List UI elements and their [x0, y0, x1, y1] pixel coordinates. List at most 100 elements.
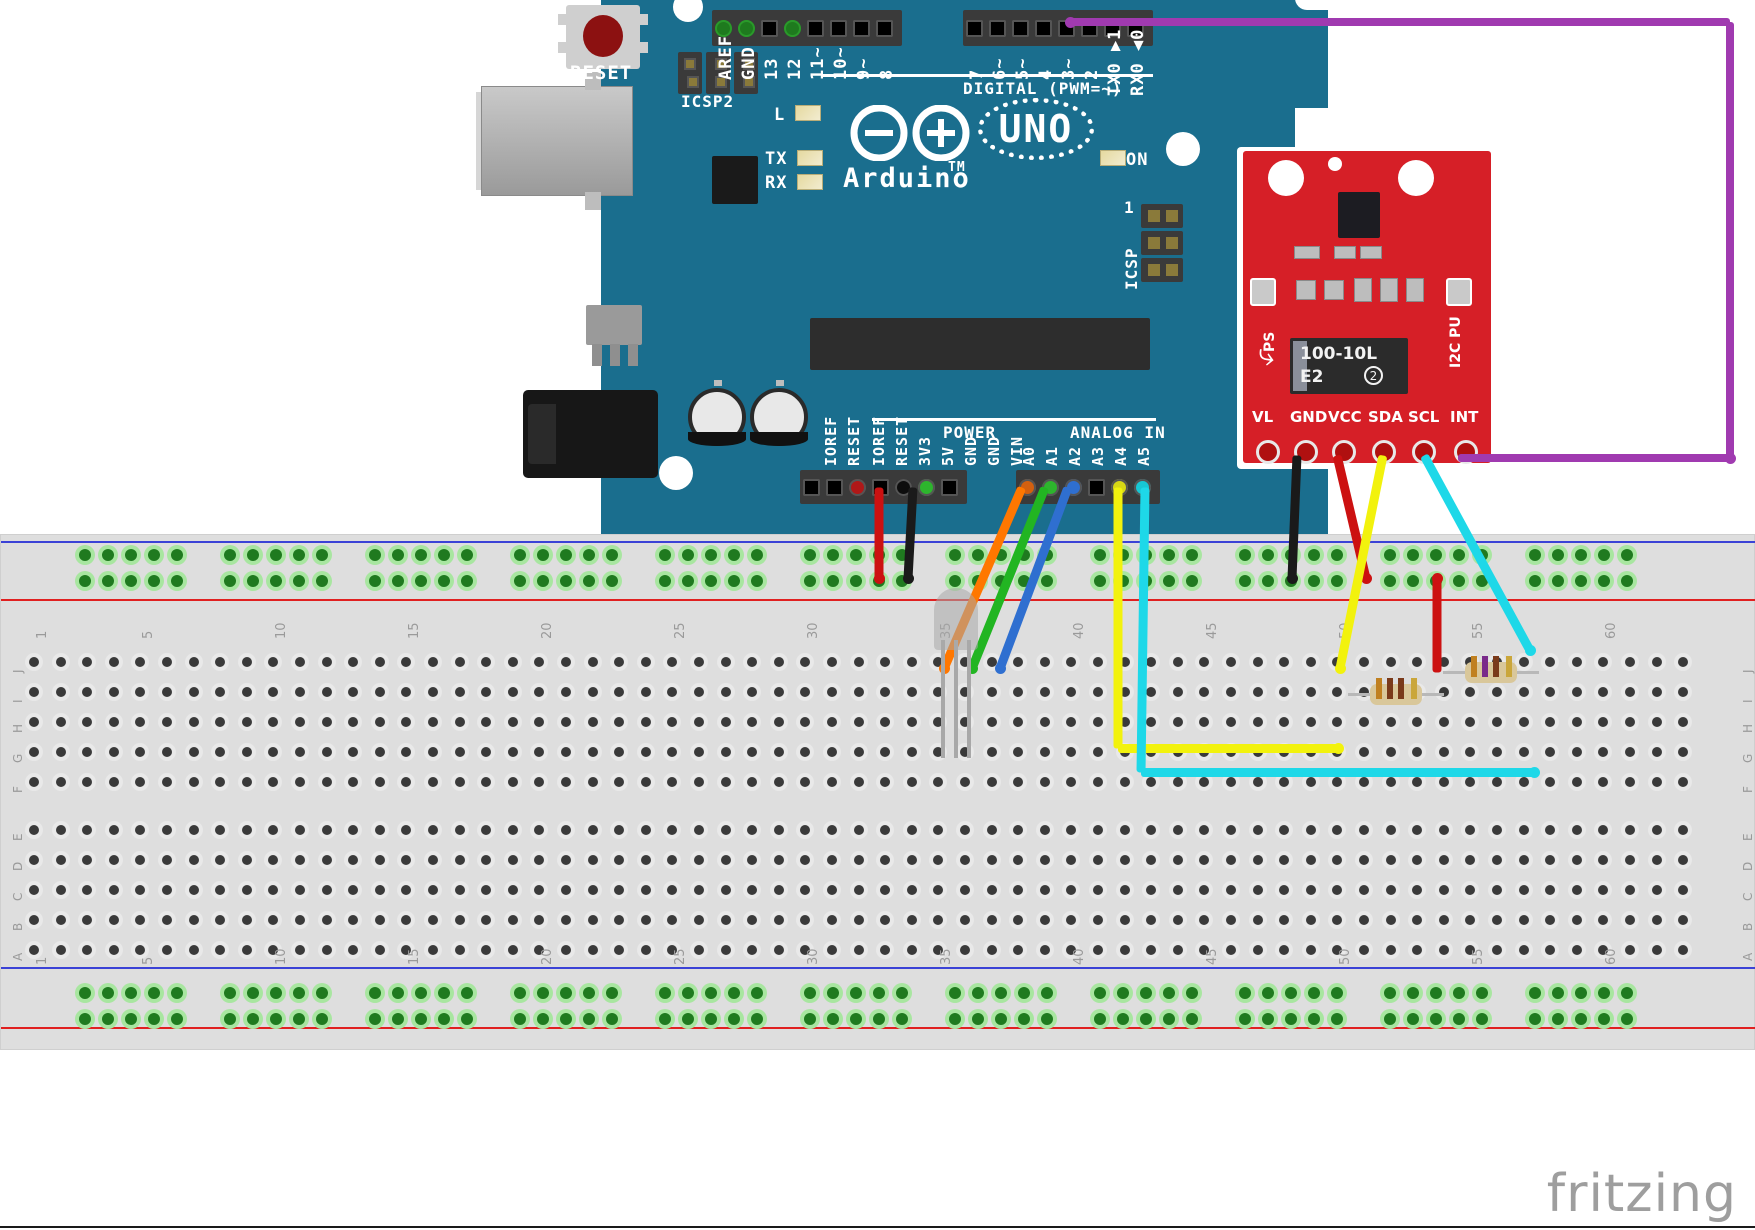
top-hole-F39[interactable] [1039, 777, 1050, 787]
top-hole-H37[interactable] [986, 717, 997, 727]
top-hole-F24[interactable] [640, 777, 651, 787]
power-rail-hole-bottom-neg[interactable] [583, 987, 595, 999]
top-hole-G56[interactable] [1492, 747, 1502, 757]
top-hole-H34[interactable] [906, 717, 917, 727]
bottom-hole-D19[interactable] [507, 855, 518, 865]
top-hole-G39[interactable] [1039, 747, 1050, 757]
bottom-hole-D8[interactable] [215, 855, 226, 865]
top-hole-I6[interactable] [162, 687, 172, 697]
top-hole-F54[interactable] [1438, 777, 1449, 787]
top-hole-J54[interactable] [1438, 657, 1449, 667]
top-hole-H52[interactable] [1385, 717, 1396, 727]
sensor-pin-pad-gnd[interactable] [1294, 440, 1318, 464]
digital-pin-12[interactable] [784, 19, 801, 37]
power-rail-hole-bottom-pos[interactable] [79, 1013, 91, 1025]
power-rail-hole-bottom-neg[interactable] [804, 987, 816, 999]
power-rail-hole-bottom-pos[interactable] [438, 1013, 450, 1025]
bottom-hole-C49[interactable] [1305, 885, 1316, 895]
bottom-hole-C57[interactable] [1518, 885, 1529, 895]
power-rail-hole-bottom-neg[interactable] [1018, 987, 1030, 999]
top-hole-I26[interactable] [694, 687, 704, 697]
bottom-hole-A3[interactable] [82, 945, 93, 955]
bottom-hole-D55[interactable] [1465, 855, 1476, 865]
bottom-hole-E7[interactable] [188, 825, 199, 835]
top-hole-J8[interactable] [215, 657, 226, 667]
bottom-hole-E12[interactable] [321, 825, 332, 835]
power-rail-hole-top-neg[interactable] [148, 549, 160, 561]
bottom-hole-B16[interactable] [428, 915, 438, 925]
bottom-hole-A45[interactable] [1199, 945, 1210, 955]
bottom-hole-C5[interactable] [135, 885, 146, 895]
top-hole-I14[interactable] [374, 687, 385, 697]
top-hole-F52[interactable] [1385, 777, 1396, 787]
bottom-hole-E16[interactable] [428, 825, 438, 835]
top-hole-F46[interactable] [1226, 777, 1236, 787]
top-hole-I63[interactable] [1678, 687, 1689, 697]
bottom-hole-A34[interactable] [906, 945, 917, 955]
bottom-hole-C23[interactable] [614, 885, 625, 895]
bottom-hole-C8[interactable] [215, 885, 226, 895]
top-hole-J42[interactable] [1119, 657, 1130, 667]
digital-pin-GND[interactable] [738, 19, 755, 37]
top-hole-F4[interactable] [108, 777, 119, 787]
top-hole-F22[interactable] [587, 777, 598, 787]
bottom-hole-D52[interactable] [1385, 855, 1396, 865]
bottom-hole-A28[interactable] [747, 945, 758, 955]
bottom-hole-C11[interactable] [295, 885, 305, 895]
top-hole-J26[interactable] [694, 657, 704, 667]
power-rail-hole-bottom-pos[interactable] [827, 1013, 839, 1025]
bottom-hole-C19[interactable] [507, 885, 518, 895]
power-rail-hole-top-pos[interactable] [537, 575, 549, 587]
power-rail-hole-top-pos[interactable] [1552, 575, 1564, 587]
bottom-hole-C35[interactable] [933, 885, 944, 895]
top-hole-H59[interactable] [1571, 717, 1582, 727]
bottom-hole-B29[interactable] [773, 915, 784, 925]
bottom-hole-C30[interactable] [800, 885, 811, 895]
power-rail-hole-bottom-pos[interactable] [873, 1013, 885, 1025]
bottom-hole-E31[interactable] [827, 825, 837, 835]
power-rail-hole-bottom-neg[interactable] [1575, 987, 1587, 999]
bottom-hole-B38[interactable] [1013, 915, 1024, 925]
top-hole-H15[interactable] [401, 717, 412, 727]
bottom-hole-B50[interactable] [1332, 915, 1343, 925]
bottom-hole-E25[interactable] [667, 825, 678, 835]
bottom-hole-C9[interactable] [241, 885, 252, 895]
power-rail-hole-bottom-pos[interactable] [415, 1013, 427, 1025]
top-hole-I58[interactable] [1545, 687, 1556, 697]
bottom-hole-D44[interactable] [1172, 855, 1183, 865]
top-hole-F45[interactable] [1199, 777, 1210, 787]
bottom-hole-B12[interactable] [321, 915, 332, 925]
bottom-hole-E1[interactable] [29, 825, 39, 835]
power-rail-hole-bottom-pos[interactable] [1140, 1013, 1152, 1025]
bottom-hole-B55[interactable] [1465, 915, 1476, 925]
power-rail-hole-bottom-pos[interactable] [102, 1013, 114, 1025]
top-hole-H20[interactable] [534, 717, 545, 727]
digital-pin-13[interactable] [761, 19, 778, 37]
bottom-hole-B19[interactable] [507, 915, 518, 925]
bottom-hole-B53[interactable] [1412, 915, 1423, 925]
top-hole-J34[interactable] [906, 657, 917, 667]
bottom-hole-C15[interactable] [401, 885, 412, 895]
power-rail-hole-bottom-neg[interactable] [728, 987, 740, 999]
top-hole-I30[interactable] [800, 687, 811, 697]
top-hole-G24[interactable] [640, 747, 651, 757]
top-hole-H35[interactable] [933, 717, 944, 727]
top-hole-J44[interactable] [1172, 657, 1183, 667]
top-hole-F57[interactable] [1518, 777, 1529, 787]
bottom-hole-E40[interactable] [1066, 825, 1077, 835]
power-rail-hole-top-neg[interactable] [461, 549, 473, 561]
top-hole-I40[interactable] [1066, 687, 1077, 697]
bottom-hole-E11[interactable] [295, 825, 305, 835]
digital-pin-11[interactable] [807, 19, 824, 37]
top-hole-H5[interactable] [135, 717, 146, 727]
top-hole-G54[interactable] [1438, 747, 1449, 757]
top-hole-F58[interactable] [1545, 777, 1556, 787]
bottom-hole-A31[interactable] [827, 945, 837, 955]
top-hole-J51[interactable] [1359, 657, 1369, 667]
top-hole-F62[interactable] [1651, 777, 1662, 787]
top-hole-G19[interactable] [507, 747, 518, 757]
bottom-hole-E50[interactable] [1332, 825, 1343, 835]
top-hole-H25[interactable] [667, 717, 678, 727]
top-hole-I16[interactable] [428, 687, 438, 697]
power-rail-hole-top-pos[interactable] [514, 575, 526, 587]
